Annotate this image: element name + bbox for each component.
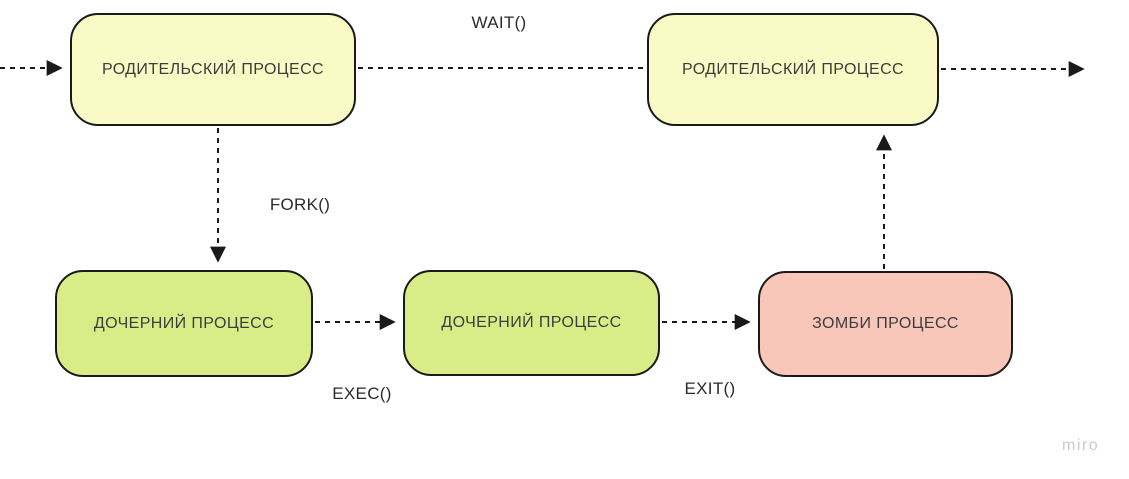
- node-label: ДОЧЕРНИЙ ПРОЦЕСС: [441, 314, 622, 332]
- node-child-process-2[interactable]: ДОЧЕРНИЙ ПРОЦЕСС: [403, 270, 660, 376]
- node-label: ЗОМБИ ПРОЦЕСС: [812, 315, 959, 333]
- edge-label-fork[interactable]: FORK(): [269, 195, 331, 214]
- node-label: РОДИТЕЛЬСКИЙ ПРОЦЕСС: [101, 60, 325, 78]
- node-child-process-1[interactable]: ДОЧЕРНИЙ ПРОЦЕСС: [55, 270, 313, 377]
- node-parent-process-2[interactable]: РОДИТЕЛЬСКИЙ ПРОЦЕСС: [647, 13, 939, 126]
- node-label: РОДИТЕЛЬСКИЙ ПРОЦЕСС: [681, 60, 905, 78]
- miro-watermark: miro: [1062, 437, 1100, 454]
- edge-label-exit[interactable]: EXIT(): [684, 379, 736, 398]
- node-zombie-process[interactable]: ЗОМБИ ПРОЦЕСС: [758, 271, 1013, 377]
- edge-label-exec[interactable]: EXEC(): [332, 384, 392, 403]
- node-parent-process-1[interactable]: РОДИТЕЛЬСКИЙ ПРОЦЕСС: [70, 13, 356, 126]
- edge-label-wait[interactable]: WAIT(): [471, 13, 527, 32]
- node-label: ДОЧЕРНИЙ ПРОЦЕСС: [93, 314, 275, 332]
